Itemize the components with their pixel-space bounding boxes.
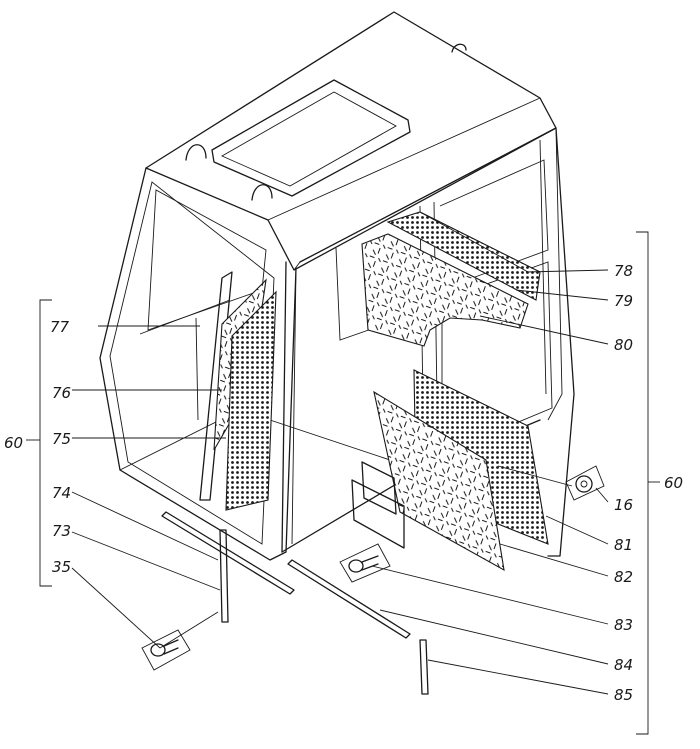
label-79: 79: [614, 292, 633, 310]
label-84: 84: [614, 656, 633, 674]
strip-74: [161, 511, 295, 595]
label-85: 85: [614, 686, 633, 704]
label-75: 75: [52, 430, 71, 448]
rear-right-edge: [547, 127, 563, 421]
label-60-right: 60: [664, 474, 683, 492]
label-78: 78: [614, 262, 633, 280]
label-35: 35: [52, 558, 71, 576]
bar-73: [219, 529, 229, 623]
strip-84: [287, 559, 411, 639]
rear-right-post: [539, 139, 547, 395]
label-16: 16: [614, 496, 633, 514]
roof-handle-left: [185, 144, 207, 161]
label-81: 81: [614, 536, 633, 554]
bolt-35: [141, 629, 191, 671]
roof-edge: [267, 97, 541, 221]
label-80: 80: [614, 336, 633, 354]
label-60-left: 60: [4, 434, 23, 452]
callout-labels: 77 76 75 60 74 73 35 78 79 80 60 16 81 8…: [4, 262, 683, 704]
nut-16: [565, 465, 605, 501]
plate-lower: [351, 479, 405, 549]
front-pillar: [281, 261, 287, 553]
label-76: 76: [52, 384, 71, 402]
panel-75-mesh: [225, 290, 277, 511]
panel-82-tread: [373, 390, 505, 572]
front-pillar-inner: [291, 267, 297, 545]
label-83: 83: [614, 616, 633, 634]
roof-hatch: [211, 79, 411, 197]
roof-hatch-inner: [221, 91, 397, 187]
panel-80-tread: [361, 233, 529, 347]
roof-handle-rear: [451, 43, 467, 53]
label-77: 77: [50, 318, 70, 336]
left-post: [195, 317, 199, 421]
roof-handle-front: [251, 184, 273, 201]
left-side-inner: [109, 181, 275, 545]
bar-85: [419, 639, 429, 695]
bolt-83: [339, 543, 391, 583]
bracket-left-60: [39, 299, 52, 587]
strip-77: [199, 271, 233, 501]
panel-79-frame: [419, 211, 529, 273]
label-73: 73: [52, 522, 71, 540]
rear-wall-frame: [299, 127, 575, 557]
bracket-right-60: [636, 231, 649, 735]
left-sash: [139, 299, 231, 335]
leader-lines: [71, 269, 609, 695]
label-82: 82: [614, 568, 633, 586]
roof-outline: [145, 11, 557, 271]
label-74: 74: [52, 484, 71, 502]
